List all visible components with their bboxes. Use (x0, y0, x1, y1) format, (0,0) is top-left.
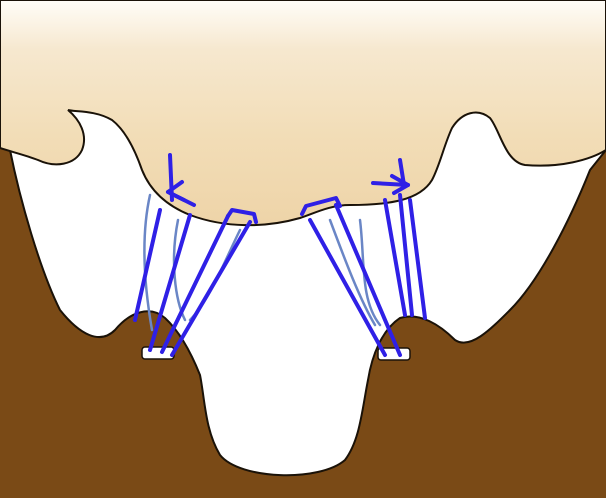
left-anchor-tab (142, 347, 174, 359)
